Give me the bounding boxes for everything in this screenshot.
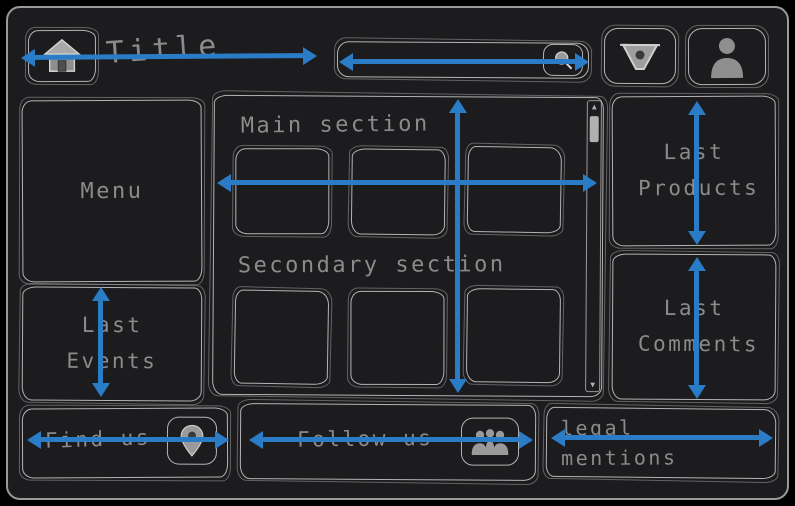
- user-icon: [689, 29, 765, 84]
- last-events-height-arrow: [98, 300, 103, 384]
- find-us-panel[interactable]: Find us: [21, 407, 229, 479]
- basket-button[interactable]: [603, 27, 677, 85]
- menu-label: Menu: [80, 178, 144, 204]
- menu-panel[interactable]: Menu: [21, 99, 203, 283]
- legal-mentions-label: legal mentions: [560, 415, 678, 471]
- last-events-panel[interactable]: Last Events: [21, 286, 203, 402]
- last-comments-height-arrow: [694, 270, 699, 386]
- scroll-down-button[interactable]: ▼: [590, 380, 596, 390]
- main-section-heading: Main section: [240, 111, 430, 139]
- basket-icon: [605, 29, 675, 83]
- search-width-arrow: [352, 59, 576, 64]
- secondary-section-heading: Secondary section: [237, 252, 506, 279]
- thumbnail[interactable]: [465, 288, 562, 384]
- content-width-arrow: [230, 180, 584, 185]
- content-panel: Main section Secondary section ▲ ▼: [212, 94, 604, 398]
- people-icon: [462, 419, 518, 465]
- thumbnail[interactable]: [233, 289, 330, 386]
- home-button[interactable]: [27, 29, 97, 83]
- find-us-width-arrow: [40, 437, 216, 442]
- thumbnail[interactable]: [235, 148, 330, 235]
- scrollbar-thumb[interactable]: [589, 116, 599, 143]
- scroll-up-button[interactable]: ▲: [591, 102, 597, 112]
- content-height-arrow: [455, 112, 460, 380]
- thumbnail[interactable]: [350, 290, 445, 385]
- last-events-label: Last Events: [66, 313, 158, 374]
- user-button[interactable]: [687, 27, 767, 86]
- follow-us-panel[interactable]: Follow us: [239, 403, 537, 481]
- scrollbar[interactable]: ▲ ▼: [585, 100, 602, 393]
- home-icon: [29, 31, 95, 81]
- legal-mentions-panel[interactable]: legal mentions: [545, 406, 777, 480]
- follow-us-width-arrow: [262, 437, 520, 442]
- last-products-height-arrow: [694, 114, 699, 232]
- legal-mentions-width-arrow: [564, 435, 760, 440]
- social-button[interactable]: [460, 417, 520, 466]
- thumbnail[interactable]: [350, 148, 446, 236]
- thumbnail[interactable]: [466, 145, 563, 234]
